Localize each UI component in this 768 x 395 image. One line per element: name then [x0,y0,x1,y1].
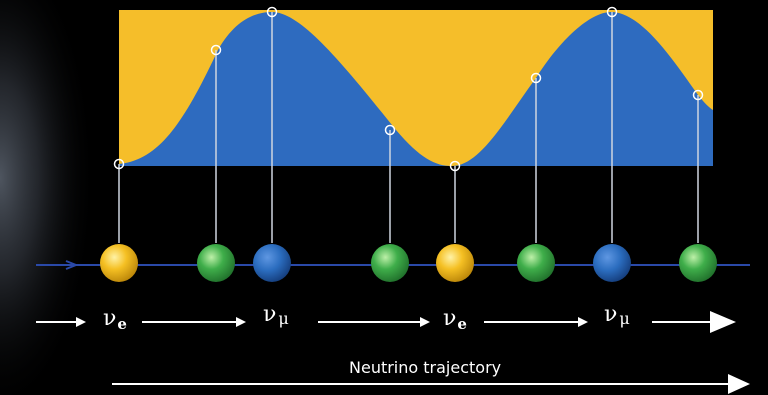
nu-subscript: e [457,315,467,333]
tau-neutrino-particle [517,244,555,282]
nu-symbol: ν [604,302,618,327]
nu-subscript: e [117,315,127,333]
nu-subscript: μ [619,309,630,328]
curve-marker [692,89,704,101]
tau-neutrino-particle [371,244,409,282]
curve-marker [266,6,278,18]
band-bottom-region [119,12,713,166]
flavor-arrows [36,311,736,333]
particle-row [100,244,717,282]
curve-marker [384,124,396,136]
trajectory-label: Neutrino trajectory [349,358,502,377]
curve-marker [449,160,461,172]
curve-marker [113,158,125,170]
trajectory-arrow-head [728,374,750,394]
electron-neutrino-particle [100,244,138,282]
probability-band [119,10,713,166]
curve-marker [606,6,618,18]
tau-neutrino-particle [197,244,235,282]
curve-marker [210,44,222,56]
axis-arrowhead [65,260,79,270]
muon-neutrino-particle [593,244,631,282]
electron-neutrino-particle [436,244,474,282]
nu-symbol: ν [103,306,117,331]
nu-subscript: μ [278,309,289,328]
nu-e-label-1: νe [103,308,127,335]
arrow-head-large [710,311,736,333]
curve-marker [530,72,542,84]
muon-neutrino-particle [253,244,291,282]
tau-neutrino-particle [679,244,717,282]
nu-e-label-2: νe [443,308,467,335]
nu-symbol: ν [443,306,457,331]
connector-lines [113,6,704,243]
nu-symbol: ν [263,302,277,327]
